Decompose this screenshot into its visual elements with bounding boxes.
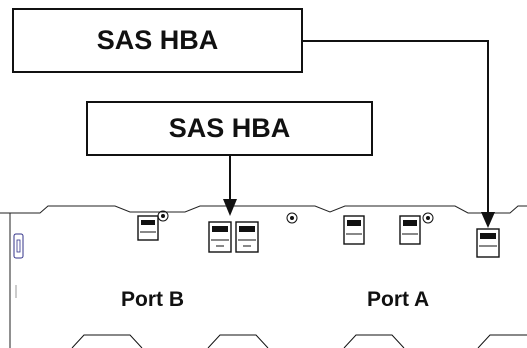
sas-hba-callout-mid: SAS HBA bbox=[86, 101, 373, 156]
screw-hole-1 bbox=[157, 210, 169, 222]
board-tab-left bbox=[13, 233, 24, 259]
callout-arrow-top bbox=[303, 40, 495, 228]
port-a-label: Port A bbox=[367, 288, 430, 311]
sas-hba-label-top: SAS HBA bbox=[96, 25, 219, 55]
sas-hba-label-mid: SAS HBA bbox=[168, 113, 291, 143]
sas-hba-callout-top: SAS HBA bbox=[12, 8, 303, 73]
screw-hole-2 bbox=[286, 212, 298, 224]
connector-4 bbox=[399, 215, 421, 245]
connector-3 bbox=[343, 215, 365, 245]
port-b-label: Port B bbox=[121, 288, 184, 311]
connector-2b bbox=[235, 221, 259, 253]
callout-arrow-mid bbox=[223, 156, 237, 216]
backplane-outline bbox=[0, 205, 527, 214]
screw-hole-3 bbox=[422, 212, 434, 224]
connector-1 bbox=[137, 215, 159, 241]
connector-5 bbox=[476, 228, 500, 258]
bottom-cutouts bbox=[71, 334, 527, 348]
connector-2a bbox=[208, 221, 232, 253]
